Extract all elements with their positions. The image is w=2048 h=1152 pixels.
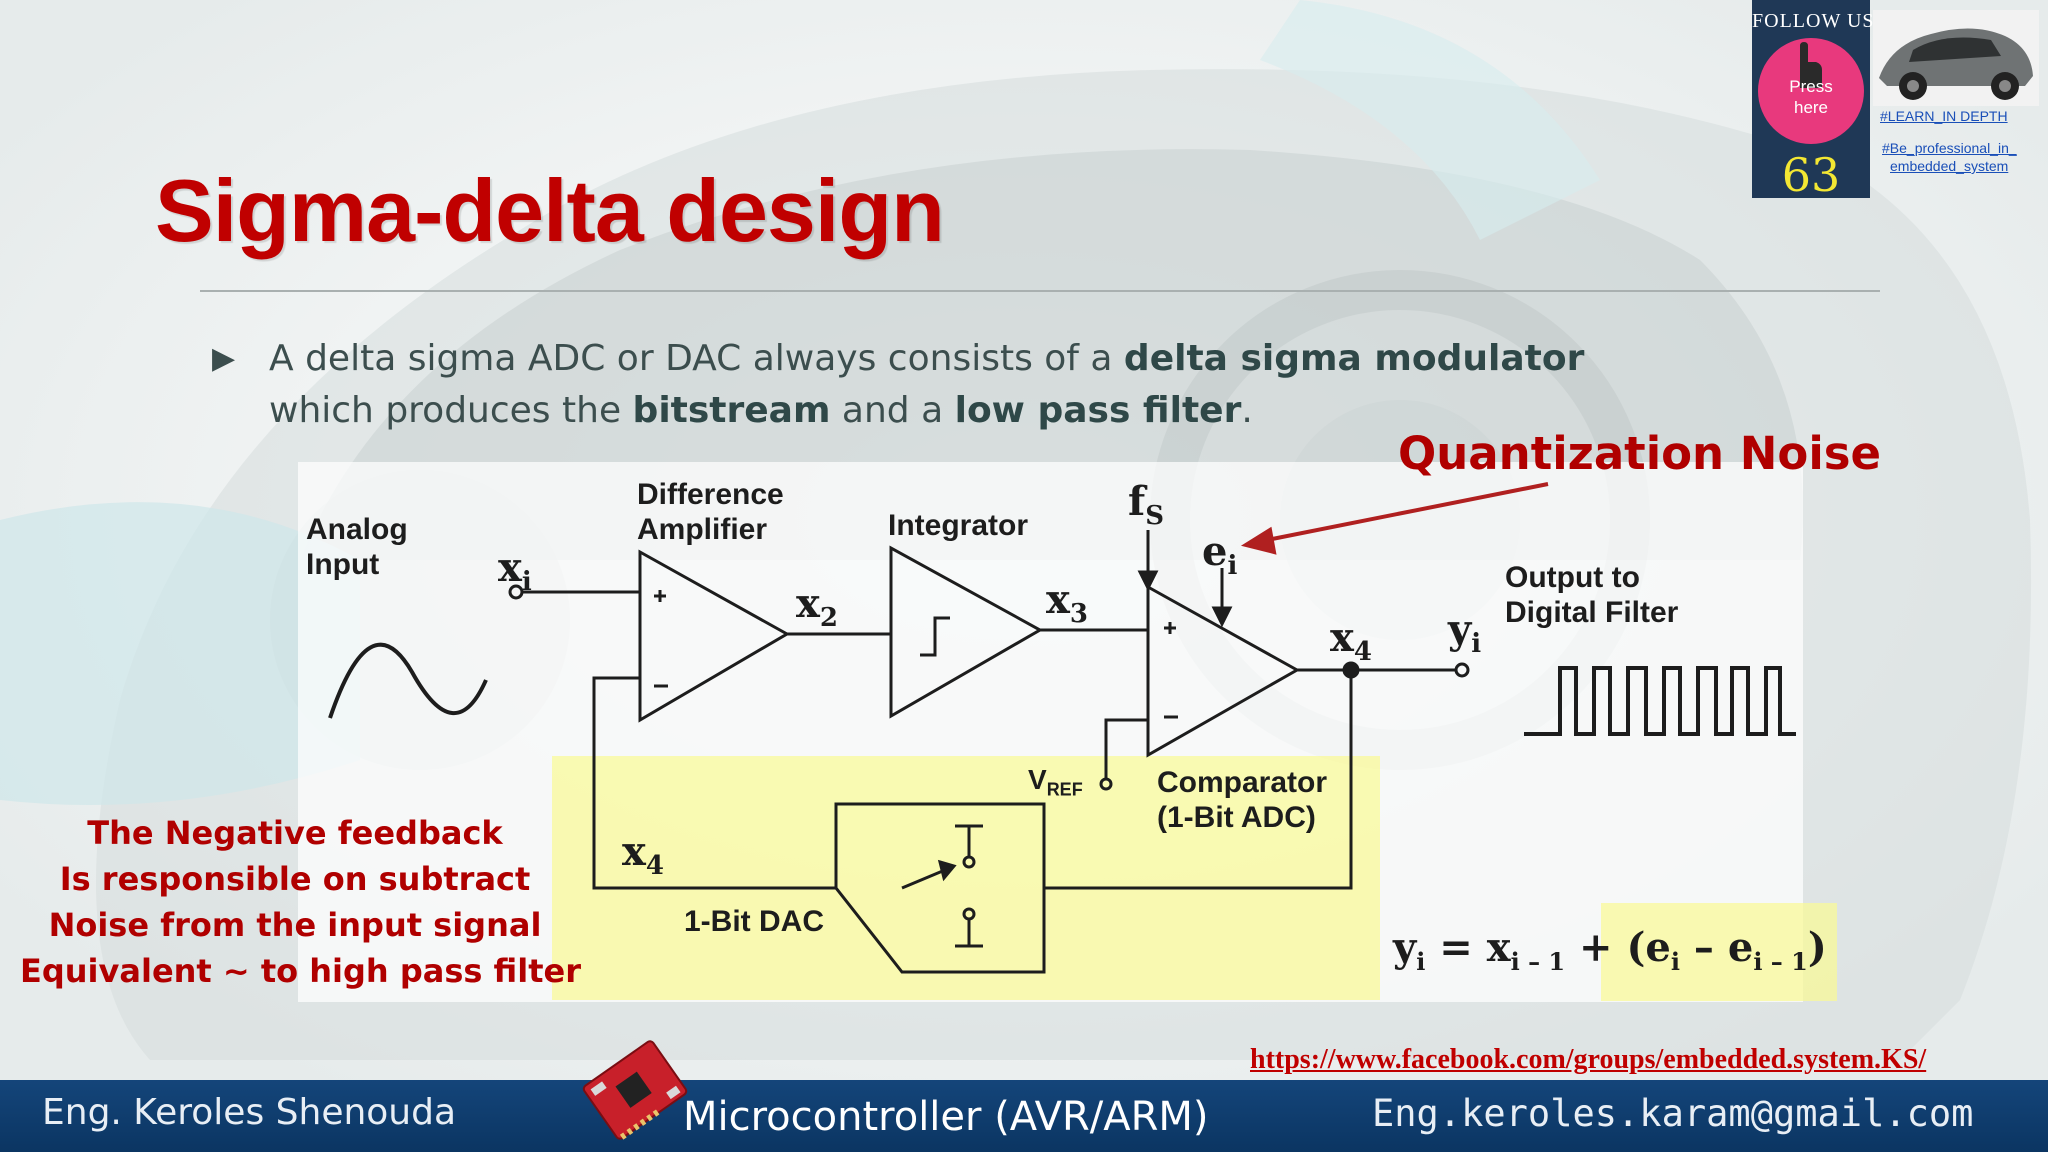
xi-main: x [498, 544, 522, 591]
car-thumbnail-image [1873, 10, 2039, 106]
x4-sub: 4 [1353, 637, 1372, 667]
feedback-line: Noise from the input signal [48, 906, 542, 944]
be-professional-tag[interactable]: #Be_professional_in_ [1882, 140, 2017, 156]
bullet-run-bold: low pass filter [954, 390, 1242, 431]
bullet-arrow-icon: ▶ [212, 341, 236, 376]
learn-in-depth-tag[interactable]: #LEARN_IN DEPTH [1880, 108, 2008, 124]
label-line: Output to [1505, 561, 1640, 594]
label-line: Amplifier [637, 513, 768, 546]
quantization-noise-label: Quantization Noise [1398, 427, 1882, 480]
bullet-run: . [1241, 390, 1253, 431]
bullet-run-bold: bitstream [632, 390, 831, 431]
x4-main: x [1330, 614, 1354, 661]
x4-sub: 4 [645, 851, 664, 881]
output-to-filter-label: Output to Digital Filter [1505, 560, 1678, 630]
x3-label: x3 [1046, 576, 1088, 629]
vref-label: VREF [1028, 762, 1083, 808]
follow-us-label: FOLLOW US [1752, 10, 1875, 32]
bullet-run: A delta sigma ADC or DAC always consists… [269, 338, 1124, 379]
press-here-label[interactable]: Press here [1758, 76, 1864, 118]
x3-main: x [1046, 576, 1070, 623]
xi-label: xi [498, 544, 532, 597]
label-line: (1-Bit ADC) [1157, 801, 1316, 834]
title-divider [200, 290, 1880, 292]
embedded-system-tag[interactable]: embedded_system [1890, 158, 2009, 174]
fs-label: fS [1128, 478, 1164, 531]
formula-part: = x [1425, 924, 1511, 971]
formula-sub: i [1670, 947, 1680, 976]
ei-label: ei [1202, 528, 1237, 581]
feedback-note: The Negative feedback Is responsible on … [20, 810, 582, 994]
feedback-line: The Negative feedback [87, 814, 503, 852]
bullet-run: which produces the [269, 390, 633, 431]
label-line: Difference [637, 478, 784, 511]
fs-sub: S [1145, 501, 1164, 531]
yi-main: y [1448, 606, 1472, 653]
ei-main: e [1202, 528, 1228, 575]
slide-number: 63 [1781, 148, 1841, 202]
vref-sub: REF [1046, 779, 1083, 800]
x4-main: x [622, 828, 646, 875]
fs-main: f [1128, 478, 1146, 525]
yi-sub: i [1471, 629, 1482, 659]
x2-main: x [796, 580, 820, 627]
follow-us-box: FOLLOW US Press here 63 [1752, 0, 1875, 202]
output-formula: yi = xi – 1 + (ei – ei – 1) [1393, 924, 1827, 976]
press-line: Press [1789, 77, 1833, 96]
x4-feedback-label: x4 [622, 828, 664, 881]
x2-sub: 2 [819, 603, 838, 633]
formula-part: ) [1807, 924, 1827, 971]
x3-sub: 3 [1069, 599, 1088, 629]
label-line: Analog [306, 513, 408, 546]
formula-sub: i – 1 [1753, 947, 1808, 976]
feedback-line: Is responsible on subtract [59, 860, 531, 898]
feedback-line: Equivalent ~ to high pass filter [20, 952, 582, 990]
integrator-label: Integrator [888, 509, 1029, 542]
formula-part: + [1565, 924, 1627, 971]
footer-bar: Eng. Keroles Shenouda Microcontroller (A… [0, 1080, 2048, 1152]
ei-sub: i [1227, 551, 1238, 581]
footer-email: Eng.keroles.karam@gmail.com [1372, 1092, 1974, 1135]
press-line: here [1793, 98, 1829, 117]
pointing-hand-icon [1800, 42, 1822, 88]
x4-output-label: x4 [1330, 614, 1372, 667]
formula-sub: i – 1 [1510, 947, 1566, 976]
dac-label: 1-Bit DAC [684, 905, 824, 938]
footer-course: Microcontroller (AVR/ARM) [683, 1094, 1209, 1140]
microcontroller-board-icon [582, 1040, 688, 1140]
formula-highlight [1601, 903, 1837, 1001]
footer-author: Eng. Keroles Shenouda [42, 1092, 457, 1133]
x2-label: x2 [796, 580, 838, 633]
label-line: Digital Filter [1505, 596, 1679, 629]
label-line: Input [306, 548, 380, 581]
xi-sub: i [521, 567, 532, 597]
vref-main: V [1028, 764, 1047, 795]
analog-input-label: Analog Input [306, 512, 408, 582]
bullet-run-bold: delta sigma modulator [1123, 338, 1585, 379]
formula-part: y [1393, 924, 1417, 971]
formula-sub: i [1416, 947, 1426, 976]
formula-part: – e [1680, 924, 1754, 971]
bullet-text: A delta sigma ADC or DAC always consists… [269, 333, 1689, 437]
formula-part: (e [1626, 924, 1671, 971]
press-here-button[interactable] [1758, 38, 1864, 144]
difference-amplifier-label: Difference Amplifier [637, 477, 784, 547]
page-title: Sigma-delta design [155, 161, 945, 260]
label-line: Comparator [1157, 766, 1328, 799]
bullet-run: and a [830, 390, 955, 431]
yi-label: yi [1448, 606, 1481, 659]
facebook-group-link[interactable]: https://www.facebook.com/groups/embedded… [1250, 1044, 1927, 1075]
comparator-label: Comparator (1-Bit ADC) [1157, 765, 1327, 835]
